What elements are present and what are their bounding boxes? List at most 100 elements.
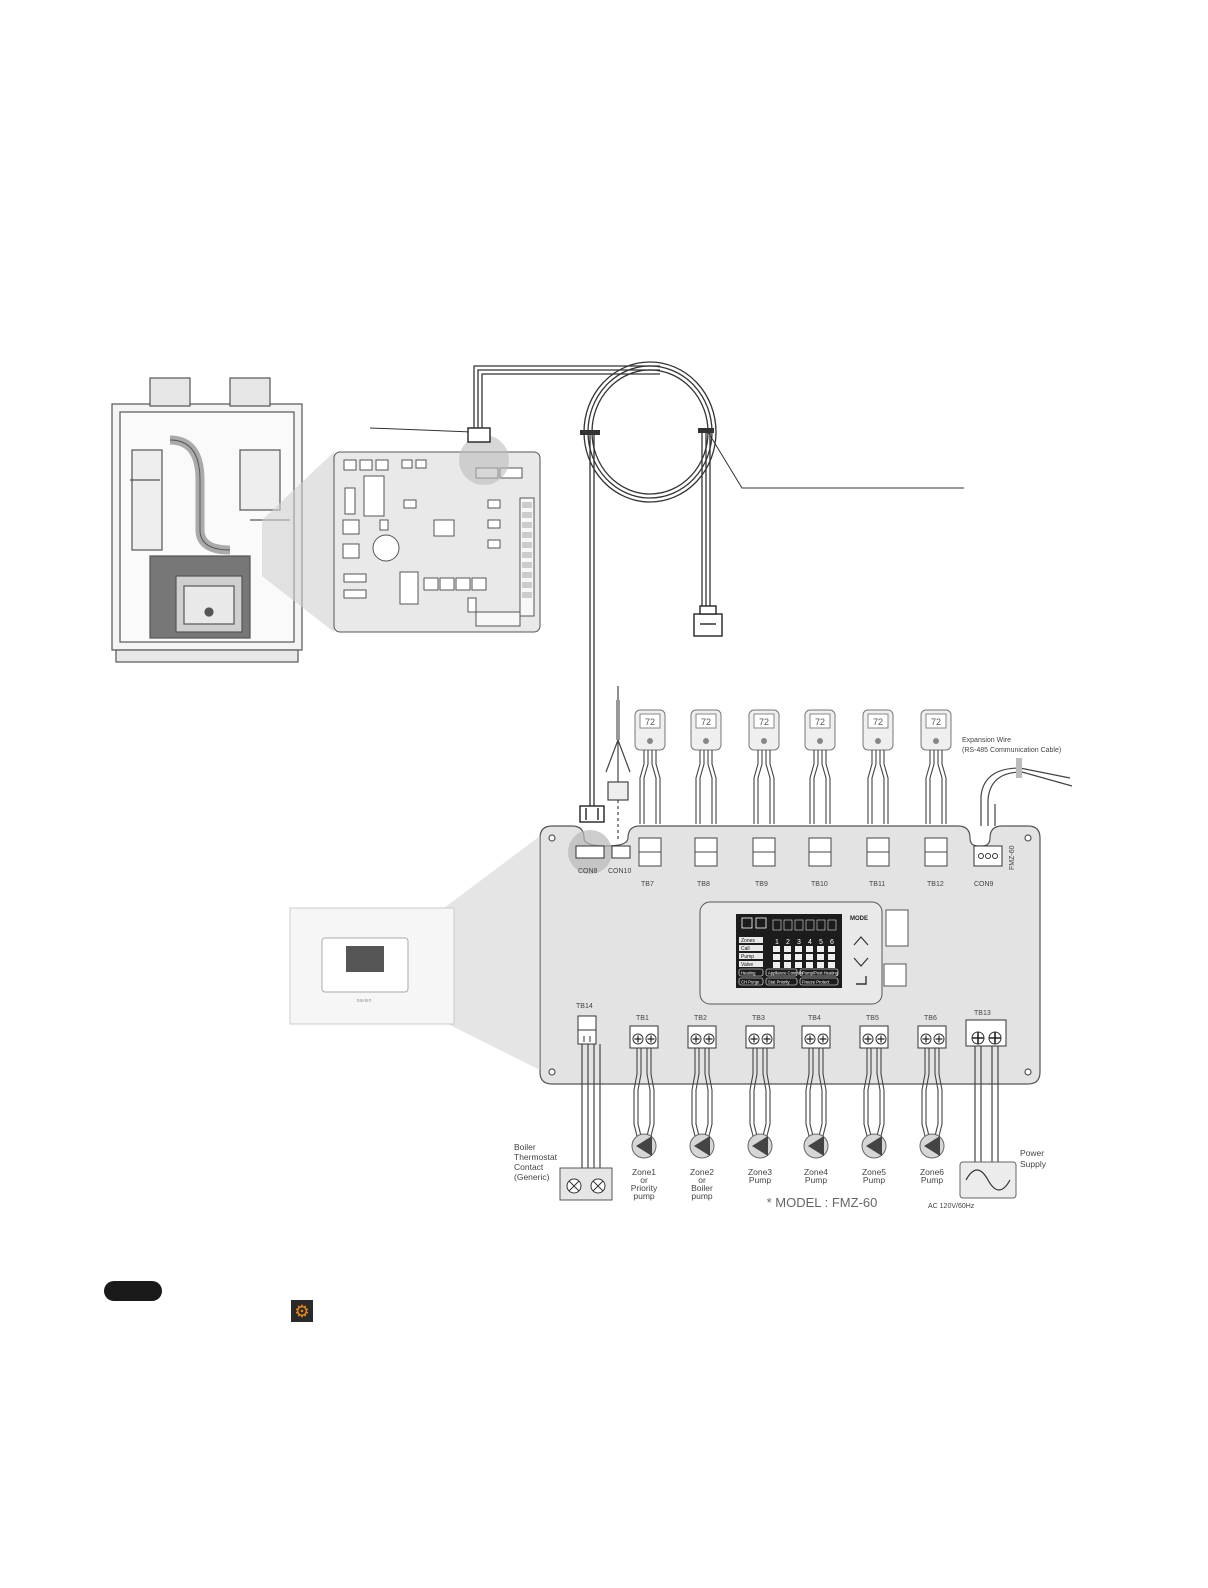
pump-group: TB1Zone1orPrioritypumpTB2Zone2orBoilerpu… (629, 1015, 947, 1201)
lcd-mode-label: Appliance Controls (768, 970, 803, 975)
pump-label: Zone1 (632, 1167, 656, 1177)
screw-slot (647, 1035, 655, 1043)
pump-wire (691, 1048, 713, 1137)
model-label: * MODEL : FMZ-60 (767, 1195, 878, 1210)
screw-slot (750, 1035, 758, 1043)
power-supply-label: Power (1020, 1148, 1044, 1158)
pump-triangle (694, 1136, 710, 1156)
lcd-mode-button (738, 977, 764, 986)
terminal-label: TB5 (866, 1015, 879, 1022)
lcd-mode-button (799, 968, 839, 977)
lcd-status-icon (755, 917, 767, 929)
down-arrow-icon (853, 957, 869, 967)
screw-slot (864, 1035, 872, 1043)
lcd-zone-cell (783, 919, 793, 931)
expansion-wire-label: Expansion Wire (962, 737, 1011, 744)
lcd-row-tag (739, 945, 763, 951)
screw-slot (763, 1035, 771, 1043)
con10-connector (611, 845, 631, 859)
tb13-label: TB13 (974, 1010, 991, 1017)
con10-label: CON10 (608, 868, 631, 875)
boiler-contact-label: Boiler Thermostat Contact (Generic) (514, 1142, 558, 1182)
lcd-mode-button (765, 977, 798, 986)
thermostat-wire (753, 750, 775, 824)
pcb-cable-connector (467, 427, 491, 443)
terminal-label: TB9 (755, 881, 768, 888)
terminal-label: TB12 (927, 881, 944, 888)
lcd-indicator (817, 954, 824, 960)
con8-label: CON8 (578, 868, 598, 875)
pump-wire (633, 1048, 655, 1137)
pcb-connector-highlight (459, 435, 509, 485)
lcd-mode-button (765, 968, 798, 977)
mode-label: MODE (850, 916, 868, 922)
temperature-sensor (605, 686, 631, 840)
terminal-label: TB10 (811, 881, 828, 888)
lcd-row-tag (739, 961, 763, 967)
thermostat-temp: 72 (701, 717, 711, 727)
pump-label: Zone2 (690, 1167, 714, 1177)
lcd-zone-number: 3 (797, 939, 801, 946)
pump-triangle (636, 1136, 652, 1156)
boiler-contact-terminal (559, 1167, 613, 1201)
thermostat-wire (695, 750, 717, 824)
lcd-mode-button (799, 977, 839, 986)
thermostat-temp: 72 (815, 717, 825, 727)
pump-label: Pump (921, 1175, 943, 1185)
pump-label: Boiler (691, 1183, 713, 1193)
lcd-indicator (773, 946, 780, 952)
lcd-row-label: Call (741, 946, 750, 952)
lcd-indicator (828, 946, 835, 952)
con8-connector (575, 845, 605, 859)
tb14-label: TB14 (576, 1003, 593, 1010)
up-arrow-icon (853, 936, 869, 946)
zoom-cone (444, 836, 540, 1070)
screw-slot (705, 1035, 713, 1043)
loose-connector (693, 605, 723, 637)
callout-line-cable (707, 431, 964, 489)
svg-text:Thermostat: Thermostat (514, 1152, 558, 1162)
lcd-row-label: Zones (741, 938, 755, 944)
terminal-label: TB3 (752, 1015, 765, 1022)
screw-slot (634, 1035, 642, 1043)
thermostat-screen (695, 713, 717, 729)
tb14-terminal (577, 1015, 597, 1045)
pump-label: or (698, 1175, 706, 1185)
power-spec: AC 120V/60Hz (928, 1203, 975, 1210)
svg-text:Boiler: Boiler (514, 1142, 536, 1152)
lcd-indicator (828, 962, 835, 968)
expansion-wire-spec: (RS-485 Communication Cable) (962, 747, 1061, 754)
lcd-zone-cell (816, 919, 826, 931)
thermostat-wire (925, 750, 947, 824)
pump-triangle (752, 1136, 768, 1156)
lcd-indicator (817, 962, 824, 968)
pump-wire (863, 1048, 885, 1137)
pump-triangle (808, 1136, 824, 1156)
pump-triangle (924, 1136, 940, 1156)
svg-text:(Generic): (Generic) (514, 1172, 550, 1182)
pump-triangle (866, 1136, 882, 1156)
thermostat-dial-icon (875, 738, 881, 744)
terminal-label: TB1 (636, 1015, 649, 1022)
expansion-wire (980, 758, 1073, 826)
lcd-zone-number: 2 (786, 939, 790, 946)
lcd-zone-cell (827, 919, 837, 931)
enter-icon (856, 976, 867, 985)
screw-slot (922, 1035, 930, 1043)
thermostat-temp: 72 (873, 717, 883, 727)
lcd-indicator (773, 954, 780, 960)
pump-label: pump (633, 1191, 655, 1201)
lcd-indicator (806, 946, 813, 952)
lcd-indicator (784, 954, 791, 960)
screw-slot (935, 1035, 943, 1043)
terminal-label: TB2 (694, 1015, 707, 1022)
lcd-indicator (795, 946, 802, 952)
pump-label: Zone3 (748, 1167, 772, 1177)
